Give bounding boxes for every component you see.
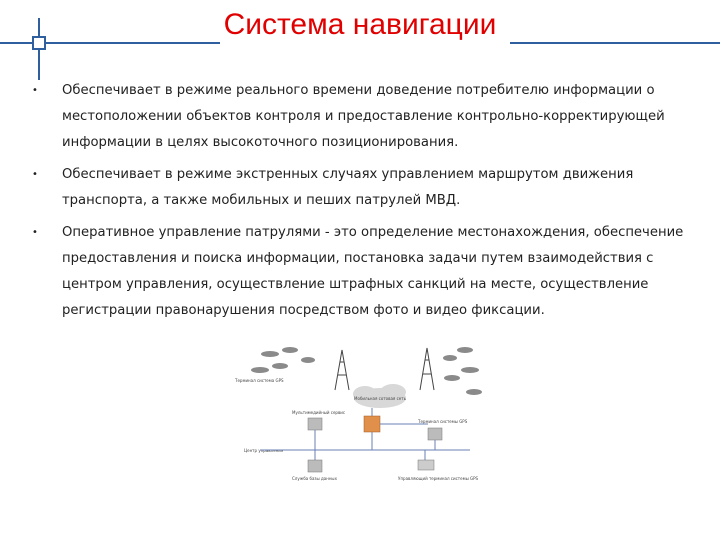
tower-icon xyxy=(334,347,435,391)
bullet-marker: • xyxy=(32,169,38,180)
bullet-text: Обеспечивает в режиме реального времени … xyxy=(62,83,665,150)
terminal-server-icon xyxy=(427,427,443,441)
bullet-list: • Обеспечивает в режиме реального времен… xyxy=(30,78,700,330)
bullet-item: • Оперативное управление патрулями - это… xyxy=(30,220,700,324)
control-terminal-label: Управляющий терминал системы GPS xyxy=(398,476,479,481)
bullet-marker: • xyxy=(32,85,38,96)
page-title: Система навигации xyxy=(223,8,497,41)
terminal-gps-left-label: Терминал система GPS xyxy=(234,378,284,383)
car-icon xyxy=(443,347,482,395)
bullet-marker: • xyxy=(32,227,38,238)
cloud-icon xyxy=(353,384,406,408)
terminal-gps-right-label: Терминал системы GPS xyxy=(417,419,468,424)
gateway-icon xyxy=(363,415,381,433)
header-square xyxy=(32,36,46,50)
bullet-item: • Обеспечивает в режиме реального времен… xyxy=(30,78,700,156)
bullet-item: • Обеспечивает в режиме экстренных случа… xyxy=(30,162,700,214)
header-line-left xyxy=(0,42,220,44)
mobile-network-label: Мобильная сотовая сеть xyxy=(354,396,407,401)
database-server-icon xyxy=(307,459,323,473)
multimedia-server-icon xyxy=(307,417,323,431)
header-line-right xyxy=(510,42,720,44)
car-icon xyxy=(251,347,315,373)
bullet-text: Оперативное управление патрулями - это о… xyxy=(62,225,684,318)
multimedia-service-label: Мультимедийный сервис xyxy=(292,410,345,415)
navigation-system-diagram: Мобильная сотовая сеть Терминал система … xyxy=(234,347,482,481)
control-terminal-icon xyxy=(417,459,435,471)
database-service-label: Служба базы данных xyxy=(292,476,338,481)
network-lines xyxy=(260,408,470,460)
bullet-text: Обеспечивает в режиме экстренных случаях… xyxy=(62,167,634,208)
